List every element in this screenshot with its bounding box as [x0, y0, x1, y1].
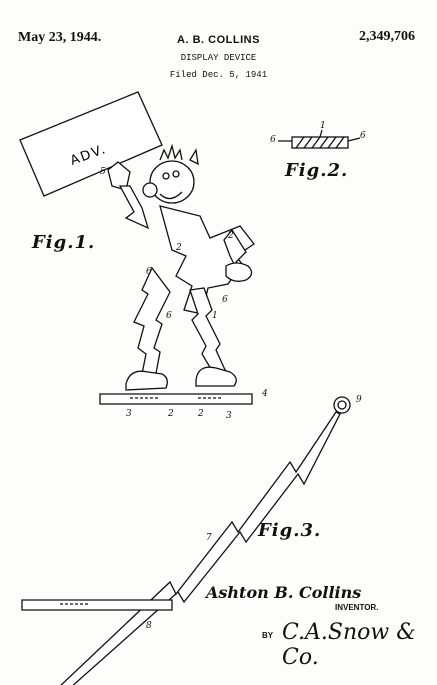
patent-date: May 23, 1944.: [18, 30, 102, 45]
fig1-label: Fig.1.: [32, 232, 96, 253]
fig2-label: Fig.2.: [285, 160, 349, 181]
reference-numerals: 5 2 2 6 6 6 1 3 2 2 3 4 6 1 6 9 7 8: [100, 121, 366, 631]
patent-number: 2,349,706: [359, 29, 415, 44]
right-shoe: [195, 366, 237, 387]
svg-text:3: 3: [226, 411, 232, 421]
svg-text:5: 5: [100, 167, 106, 177]
fig3-bolt: [21, 396, 351, 685]
fig3-base: [21, 599, 173, 611]
svg-text:6: 6: [270, 135, 276, 145]
figure-nose: [142, 182, 158, 198]
svg-text:6: 6: [360, 131, 366, 141]
inventor-caption: INVENTOR.: [335, 603, 379, 612]
fig3-label: Fig.3.: [258, 520, 322, 541]
lightning-figure: [99, 143, 255, 405]
fig1-base: [99, 393, 253, 405]
left-shoe: [125, 370, 168, 391]
inventor-signature: Ashton B. Collins: [206, 583, 362, 602]
by-caption: BY: [262, 631, 274, 640]
svg-text:6: 6: [146, 267, 152, 277]
patent-title: DISPLAY DEVICE: [180, 53, 257, 63]
figure-head: [149, 160, 195, 204]
adv-sign: ADV.: [19, 91, 163, 197]
inventor-header: A. B. COLLINS: [177, 34, 260, 46]
svg-text:2: 2: [227, 231, 234, 241]
attorney-signature: C.A.Snow & Co.: [282, 620, 416, 670]
filed-date: Filed Dec. 5, 1941: [169, 70, 268, 80]
svg-text:1: 1: [212, 311, 218, 321]
svg-text:6: 6: [222, 295, 228, 305]
svg-text:8: 8: [146, 621, 152, 631]
svg-text:9: 9: [356, 395, 362, 405]
svg-text:1: 1: [320, 121, 326, 131]
svg-text:2: 2: [167, 409, 174, 419]
svg-text:6: 6: [166, 311, 172, 321]
fig2-cross-section: [278, 129, 361, 149]
svg-text:2: 2: [175, 243, 182, 253]
svg-text:2: 2: [197, 409, 204, 419]
svg-text:7: 7: [206, 533, 212, 543]
svg-text:3: 3: [126, 409, 132, 419]
figure-glove: [225, 262, 253, 282]
svg-text:4: 4: [261, 389, 268, 399]
